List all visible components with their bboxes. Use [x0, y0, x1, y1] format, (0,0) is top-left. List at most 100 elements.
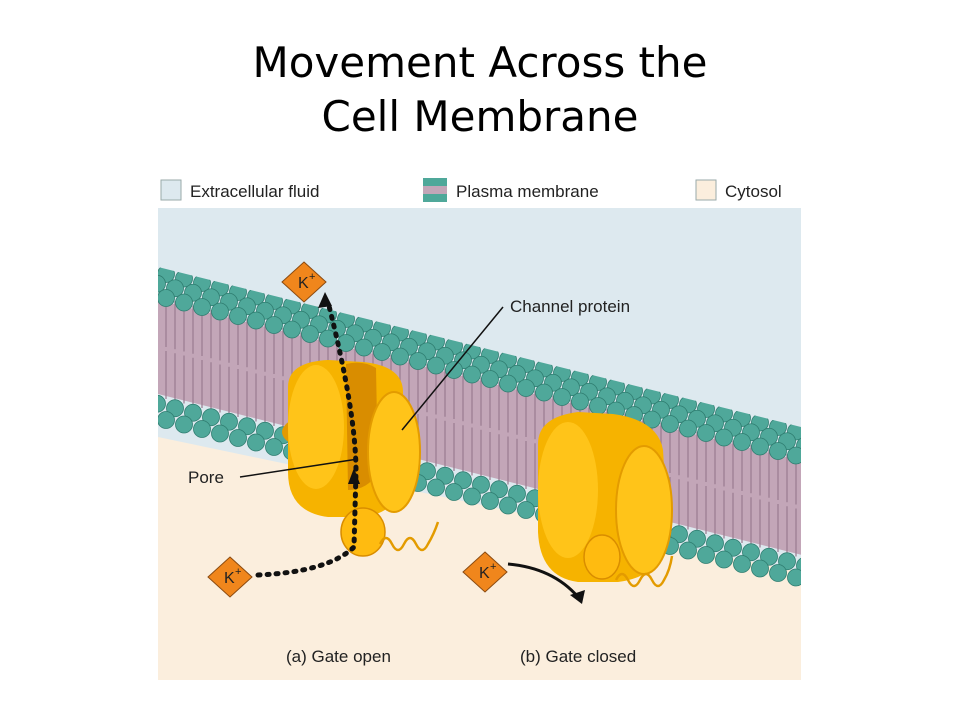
ion-label: K	[298, 275, 309, 292]
lipid-head	[769, 564, 787, 582]
channel-protein-label: Channel protein	[510, 297, 630, 316]
panel-b-label: (b) Gate closed	[520, 647, 636, 666]
lipid-head	[463, 365, 481, 384]
title-line-1: Movement Across the	[252, 38, 708, 87]
lipid-head	[355, 338, 373, 357]
lipid-head	[715, 428, 733, 447]
open-gate	[340, 507, 386, 557]
ion-diamond	[281, 261, 327, 303]
lipid-head	[427, 478, 445, 497]
lipid-head	[733, 433, 751, 451]
lipid-head	[283, 320, 301, 339]
lipid-head	[158, 411, 175, 429]
lipid-head	[499, 374, 517, 393]
cytosol-swatch	[695, 179, 717, 201]
lipid-head	[715, 550, 733, 569]
lipid-head	[535, 383, 553, 402]
lipid-head	[193, 298, 211, 316]
lipid-head	[247, 311, 265, 330]
lipid-head	[175, 293, 193, 312]
ion-arrowhead-exit	[318, 292, 332, 308]
ion-blocked-arrowhead	[570, 590, 585, 604]
lipid-head	[679, 541, 697, 560]
lipid-head	[445, 361, 463, 379]
lipid-head	[158, 289, 175, 307]
lipid-head	[445, 483, 463, 501]
extracellular-swatch	[160, 179, 182, 201]
lipid-head	[373, 343, 391, 361]
lipid-head	[481, 370, 499, 388]
title-line-2: Cell Membrane	[321, 92, 639, 141]
lipid-head	[247, 433, 265, 452]
lipid-head	[229, 429, 247, 447]
lipid-head	[553, 388, 571, 406]
ion-blocked-arrow	[507, 562, 580, 598]
lipid-head	[697, 424, 715, 442]
lipid-head	[301, 325, 319, 343]
ion-k-outside: K +	[281, 261, 327, 303]
legend-extracellular-label: Extracellular fluid	[190, 182, 319, 201]
panel-a-label: (a) Gate open	[286, 647, 391, 666]
lipid-head	[265, 438, 283, 456]
lipid-head	[211, 424, 229, 443]
lipid-head	[571, 392, 589, 411]
lipid-head	[229, 307, 247, 325]
ion-diamond	[462, 551, 508, 593]
lipid-head	[679, 419, 697, 438]
lipid-head	[499, 496, 517, 515]
ion-arrowhead-pore	[348, 468, 360, 484]
pore-leader	[239, 458, 359, 478]
closed-protein-right-lobe	[615, 445, 673, 575]
open-protein-left-lobe	[288, 365, 344, 489]
ion-k-inside-open: K +	[207, 556, 253, 598]
ion-charge: +	[490, 561, 496, 573]
legend-cytosol: Cytosol	[695, 179, 782, 201]
lipid-head	[211, 302, 229, 321]
membrane-swatch-tail	[423, 186, 447, 194]
channel-protein-leader	[401, 306, 504, 431]
lipid-head	[481, 492, 499, 510]
lipid-head	[751, 559, 769, 578]
legend-strip	[158, 172, 801, 208]
lipid-head	[787, 568, 801, 587]
legend-membrane: Plasma membrane	[423, 178, 599, 202]
open-gate-coil	[378, 521, 440, 552]
ion-path-dotted	[255, 299, 359, 578]
lipid-head	[175, 415, 193, 434]
lipid-head	[463, 487, 481, 506]
legend-membrane-label: Plasma membrane	[456, 182, 599, 201]
lipid-head	[409, 352, 427, 370]
ion-charge: +	[309, 271, 315, 283]
ion-k-inside-closed: K +	[462, 551, 508, 593]
lipid-head	[697, 546, 715, 564]
ion-diamond	[207, 556, 253, 598]
lipid-head	[158, 394, 166, 413]
ion-charge: +	[235, 566, 241, 578]
ion-label: K	[224, 570, 235, 587]
lipid-head	[517, 501, 535, 519]
membrane-diagram: Extracellular fluid Plasma membrane Cyto…	[158, 172, 801, 680]
lipid-head	[517, 379, 535, 397]
lipid-head	[661, 415, 679, 433]
lipid-head	[158, 274, 166, 293]
lipid-head	[427, 356, 445, 375]
lipid-head	[319, 329, 337, 348]
legend-extracellular: Extracellular fluid	[160, 179, 319, 201]
open-protein-right-lobe	[367, 391, 421, 513]
slide-title: Movement Across the Cell Membrane	[0, 36, 960, 144]
closed-gate	[583, 534, 621, 580]
lipid-head	[733, 555, 751, 573]
ion-label: K	[479, 565, 490, 582]
lipid-head	[265, 316, 283, 334]
channel-protein-closed	[538, 412, 674, 588]
lipid-head	[787, 446, 801, 465]
lipid-head	[193, 420, 211, 438]
lipid-head	[391, 347, 409, 366]
lipid-head	[751, 437, 769, 456]
lipid-head	[589, 397, 607, 415]
channel-protein-figure: Extracellular fluid Plasma membrane Cyto…	[158, 172, 801, 680]
closed-gate-coil	[614, 555, 674, 588]
pore-label: Pore	[188, 468, 224, 487]
closed-protein-left-lobe	[538, 422, 598, 558]
channel-protein-open	[282, 360, 440, 557]
